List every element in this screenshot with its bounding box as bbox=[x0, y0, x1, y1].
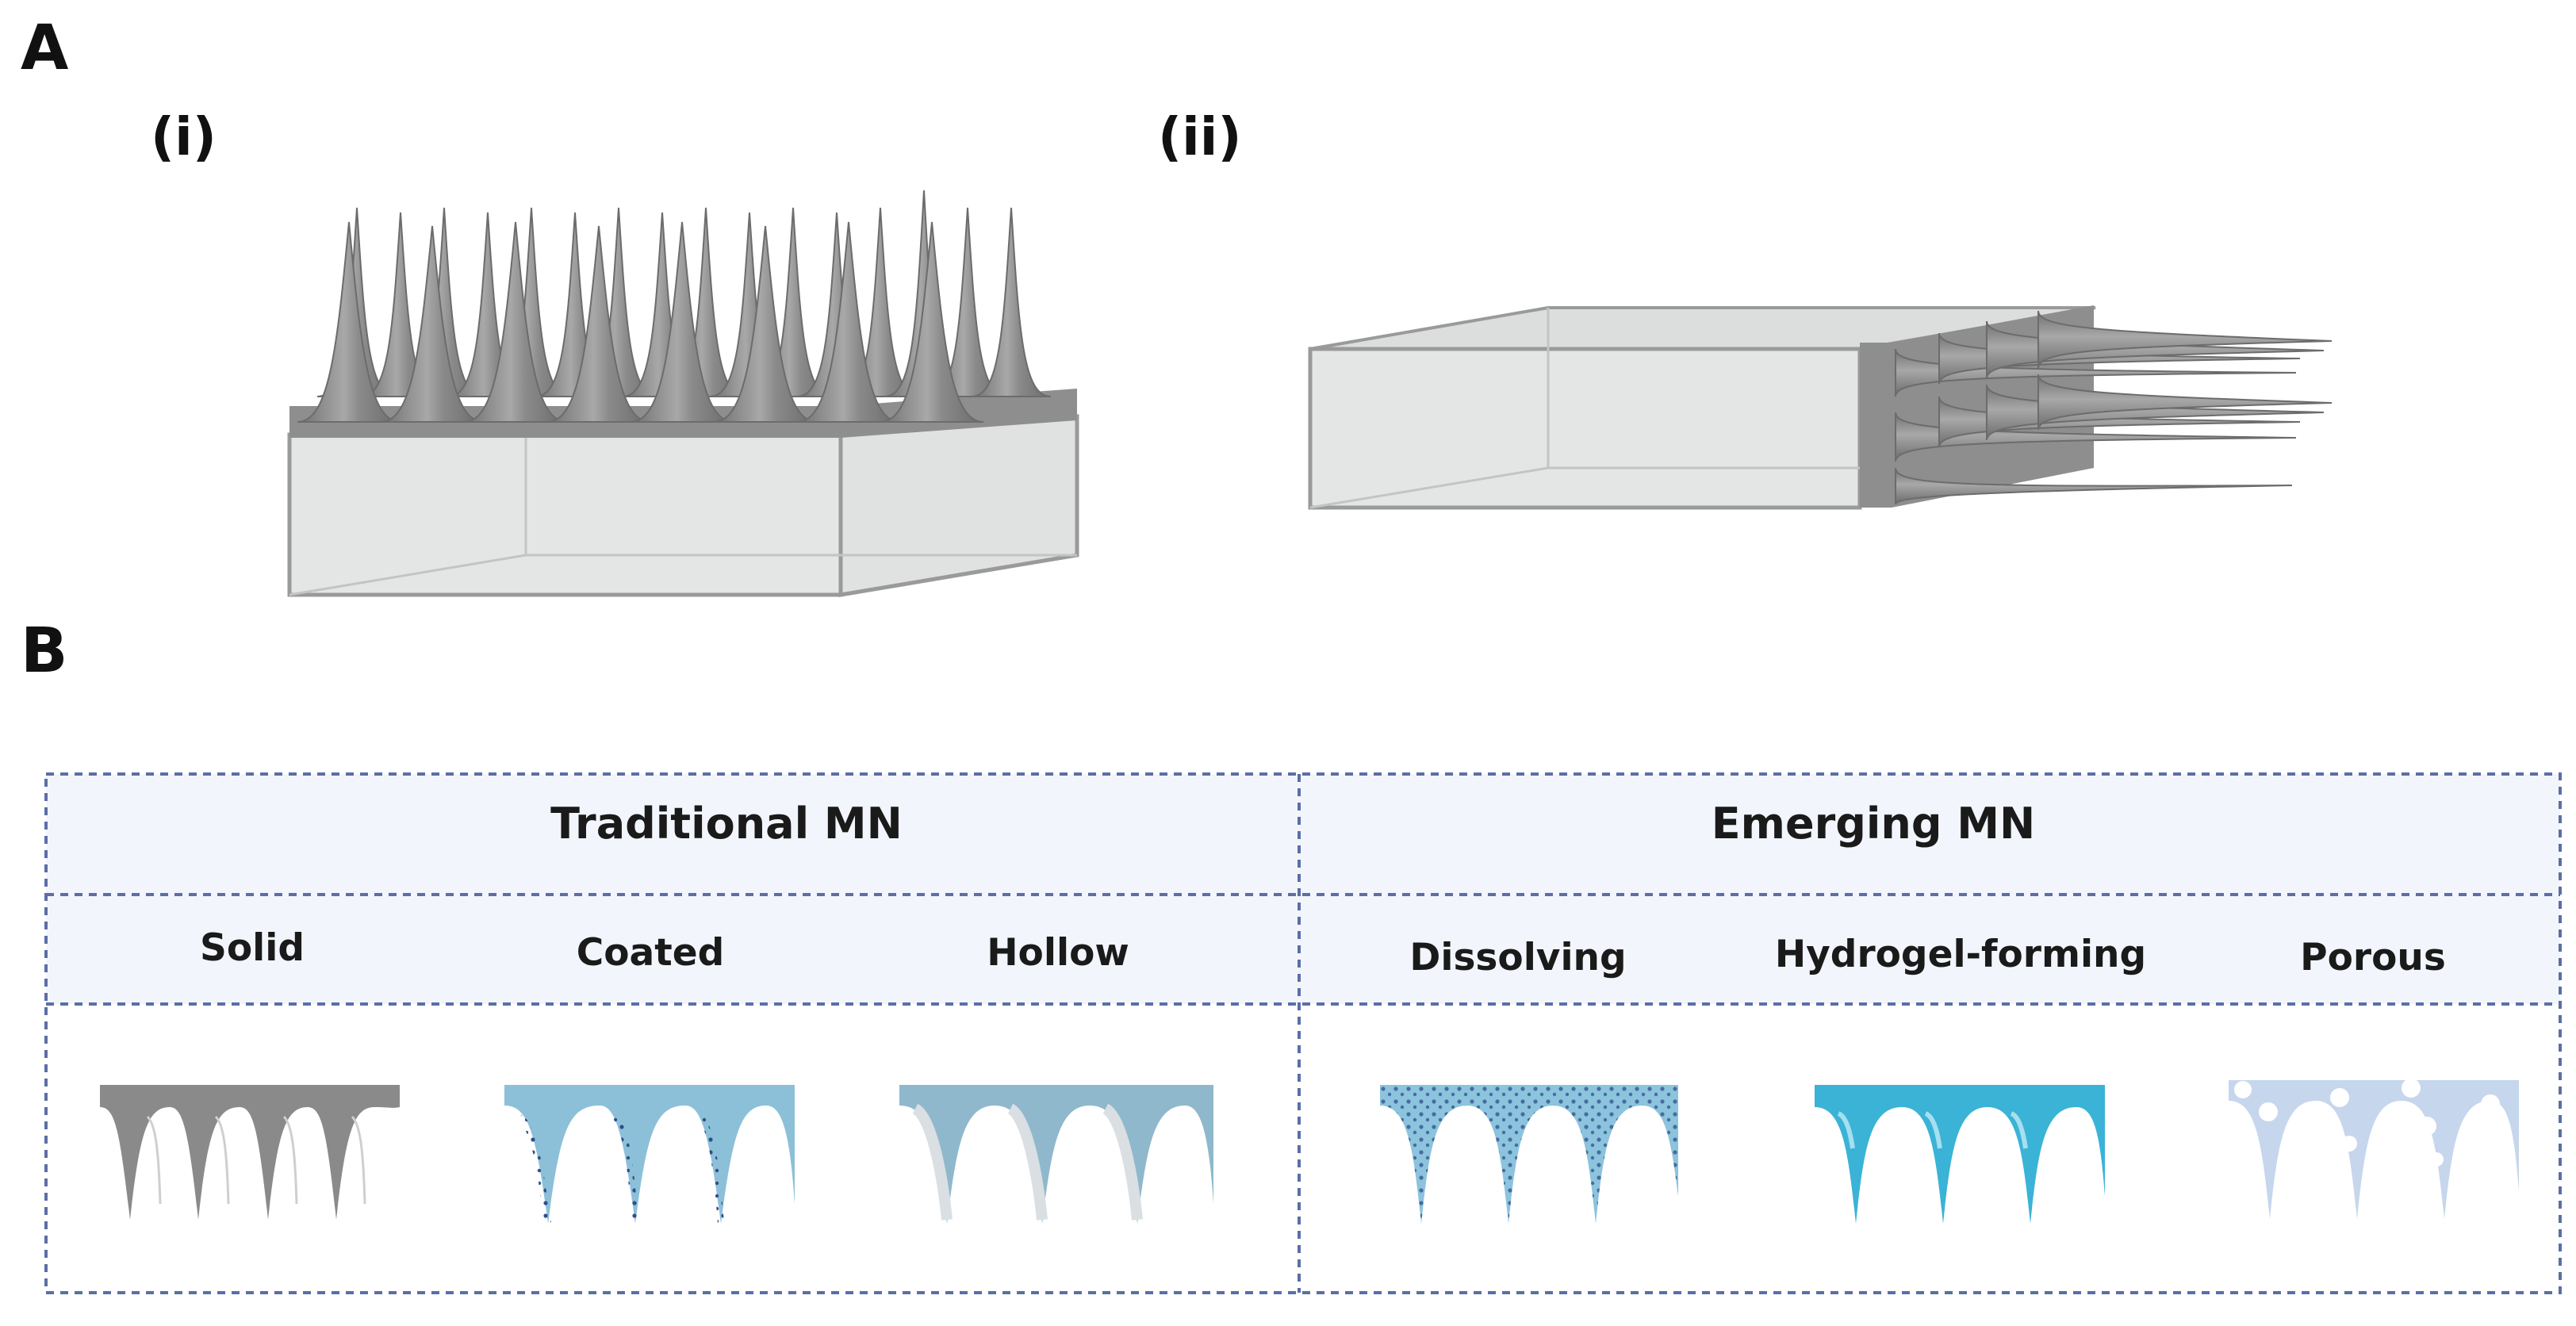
mn-type-table bbox=[44, 772, 2562, 1294]
type-heading-hollow: Hollow bbox=[987, 931, 1129, 975]
panel-b-letter: B bbox=[21, 615, 68, 687]
table-border bbox=[44, 772, 2562, 1294]
mn-array-horizontal bbox=[1308, 305, 2333, 510]
mn-array-vertical bbox=[287, 190, 1079, 597]
box-side-face bbox=[838, 414, 1079, 597]
box-front-face-ii bbox=[1308, 347, 1862, 510]
group-heading-traditional: Traditional MN bbox=[550, 799, 903, 849]
group-heading-emerging: Emerging MN bbox=[1711, 799, 2036, 849]
mn-hydrogel-illustration bbox=[1815, 1085, 2105, 1224]
mn-porous-illustration bbox=[2229, 1079, 2519, 1219]
needles-back-row bbox=[316, 190, 1052, 397]
type-heading-coated: Coated bbox=[576, 931, 725, 975]
table-header-band bbox=[46, 774, 2560, 1004]
type-heading-porous: Porous bbox=[2300, 936, 2446, 979]
mn-solid-illustration bbox=[100, 1085, 400, 1220]
panel-a-sub-i-label: (i) bbox=[151, 106, 217, 167]
mn-coated-illustration bbox=[504, 1085, 795, 1224]
box-front-face bbox=[287, 432, 843, 597]
panel-a-letter: A bbox=[21, 13, 69, 84]
type-heading-dissolving: Dissolving bbox=[1409, 936, 1627, 979]
needles-front-row bbox=[297, 221, 984, 423]
panel-a-sub-ii-label: (ii) bbox=[1158, 106, 1242, 167]
mn-dissolving-illustration bbox=[1380, 1085, 1678, 1224]
type-heading-solid: Solid bbox=[199, 926, 305, 970]
type-heading-hydrogel-forming: Hydrogel-forming bbox=[1774, 933, 2147, 976]
mn-hollow-illustration bbox=[899, 1085, 1213, 1224]
needles-horizontal bbox=[1895, 310, 2333, 505]
